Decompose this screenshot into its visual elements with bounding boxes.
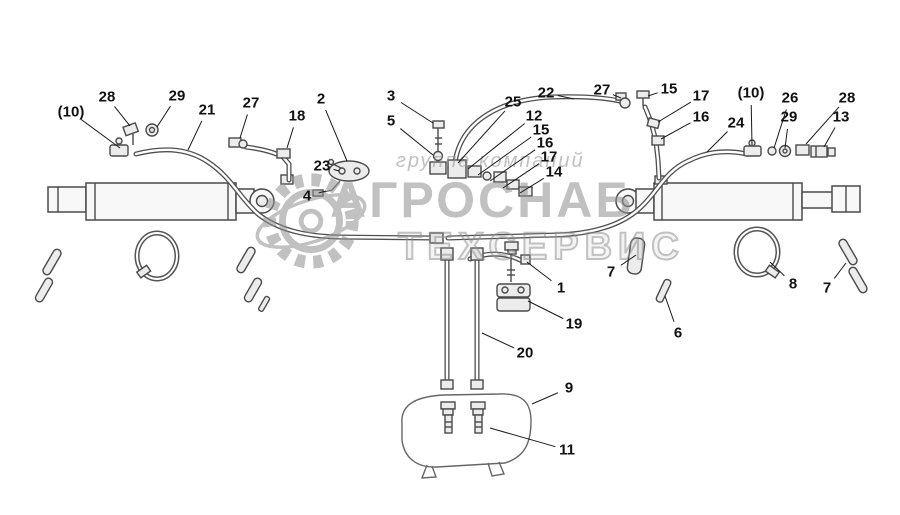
callout-15-11: 15 [532,121,550,139]
callout-28-1: 28 [98,88,116,106]
callout-1-28: 1 [556,279,566,297]
callout-13-25: 13 [832,108,850,126]
callout-14-14: 14 [545,163,563,181]
callout-6-32: 6 [673,324,683,342]
callout-21-3: 21 [198,101,216,119]
callout-9-35: 9 [564,379,574,397]
callout-20-30: 20 [516,344,534,362]
callout-16-19: 16 [692,108,710,126]
callout-25-9: 25 [504,93,522,111]
callout-10-0: (10) [57,103,85,121]
callout-3-7: 3 [386,87,396,105]
callout-7-34: 7 [822,279,832,297]
callout-15-17: 15 [660,80,678,98]
callout-23-26: 23 [313,157,331,175]
callout-17-18: 17 [692,87,710,105]
callout-8-33: 8 [788,275,798,293]
callout-2-6: 2 [316,90,326,108]
callout-27-4: 27 [242,94,260,112]
left-pins-and-clamp [34,230,271,313]
callout-18-5: 18 [288,107,306,125]
callout-4-27: 4 [302,187,312,205]
callout-10-21: (10) [737,84,765,102]
callout-16-12: 16 [536,134,554,152]
bottom-hose-fittings [440,379,486,434]
left-hose-fittings [109,121,291,159]
callout-22-15: 22 [537,84,555,102]
callout-12-10: 12 [525,107,543,125]
callout-29-2: 29 [168,87,186,105]
callout-28-24: 28 [838,89,856,107]
callout-24-20: 24 [727,114,745,132]
callout-27-16: 27 [593,81,611,99]
left-cylinder [47,174,294,221]
callout-17-13: 17 [540,148,558,166]
callout-7-31: 7 [606,263,616,281]
callout-19-29: 19 [565,315,583,333]
protection-bag [401,393,532,479]
callout-11-36: 11 [559,441,575,459]
callout-26-22: 26 [781,89,799,107]
callout-29-23: 29 [780,108,798,126]
callout-5-8: 5 [386,112,396,130]
